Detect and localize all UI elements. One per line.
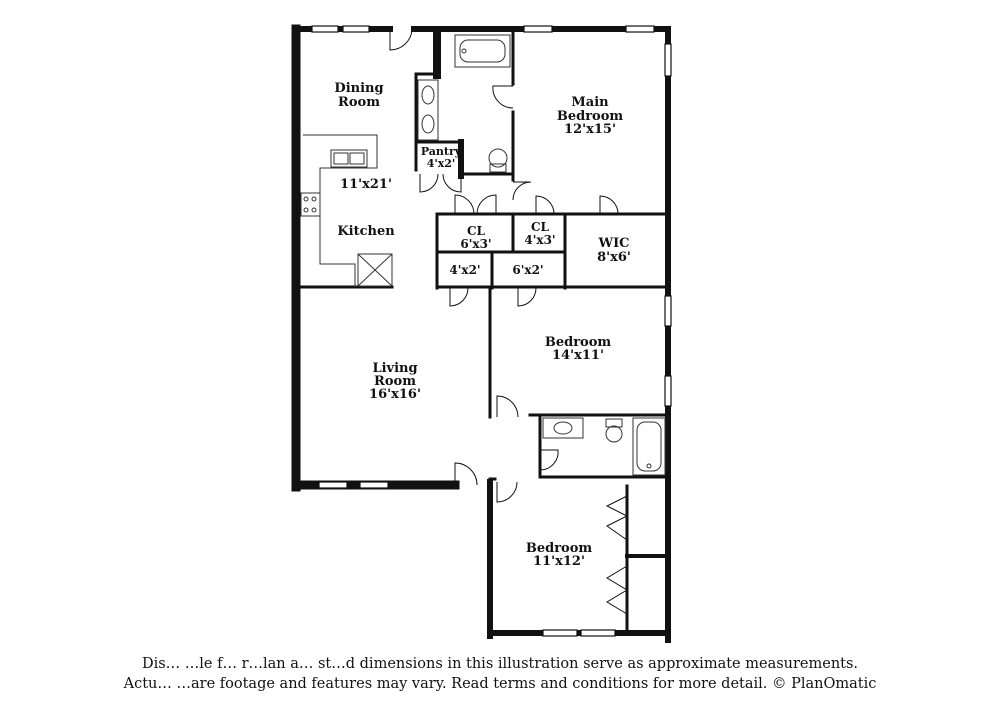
bathtub-fixture — [454, 34, 511, 68]
main-bedroom-label-2: Bedroom — [557, 109, 624, 124]
bedroom-2-label: Bedroom — [545, 335, 612, 350]
dining-room-label-1: Dining — [334, 81, 383, 96]
toilet-fixture — [488, 148, 508, 168]
bedroom-3-label: Bedroom — [526, 541, 593, 556]
hall-vanity — [542, 417, 584, 439]
stove-fixture — [300, 192, 321, 217]
main-bedroom-dims: 12'x15' — [564, 122, 616, 137]
vanity-fixture — [417, 79, 439, 141]
bedroom-2-dims: 14'x11' — [552, 348, 604, 363]
disclaimer-line-2: Actu… …are footage and features may vary… — [123, 676, 877, 692]
wic-label: WIC — [597, 236, 629, 251]
room-labels: Dining Room Main Bedroom 12'x15' Pantry … — [334, 81, 630, 569]
closet-2-label: CL — [531, 220, 550, 234]
closet-1-dims: 6'x3' — [460, 237, 491, 251]
living-room-label-1: Living — [372, 361, 417, 376]
living-room-dims: 16'x16' — [369, 387, 421, 402]
windows — [311, 25, 672, 637]
kitchen-sink — [330, 149, 368, 168]
living-room-label-2: Room — [374, 374, 416, 389]
fixtures — [300, 34, 666, 476]
disclaimer-line-1: Dis… …le f… r…lan a… st…d dimensions in … — [141, 656, 859, 672]
main-bedroom-label-1: Main — [571, 95, 609, 110]
closet-small-1-dims: 4'x2' — [449, 263, 480, 277]
pantry-label: Pantry — [421, 145, 462, 158]
refrigerator-fixture — [357, 253, 393, 287]
kitchen-counter — [303, 134, 378, 287]
pantry-dims: 4'x2' — [427, 157, 456, 170]
closet-1-label: CL — [467, 224, 486, 238]
bedroom-3-dims: 11'x12' — [533, 554, 585, 569]
kitchen-label: Kitchen — [337, 224, 395, 239]
dining-room-label-2: Room — [338, 95, 380, 110]
hall-toilet — [605, 425, 623, 443]
wic-dims: 8'x6' — [597, 250, 631, 265]
hall-bathtub — [632, 417, 666, 476]
kitchen-dims: 11'x21' — [340, 177, 392, 192]
doors — [389, 29, 629, 615]
closet-small-2-dims: 6'x2' — [512, 263, 543, 277]
closet-2-dims: 4'x3' — [524, 233, 555, 247]
